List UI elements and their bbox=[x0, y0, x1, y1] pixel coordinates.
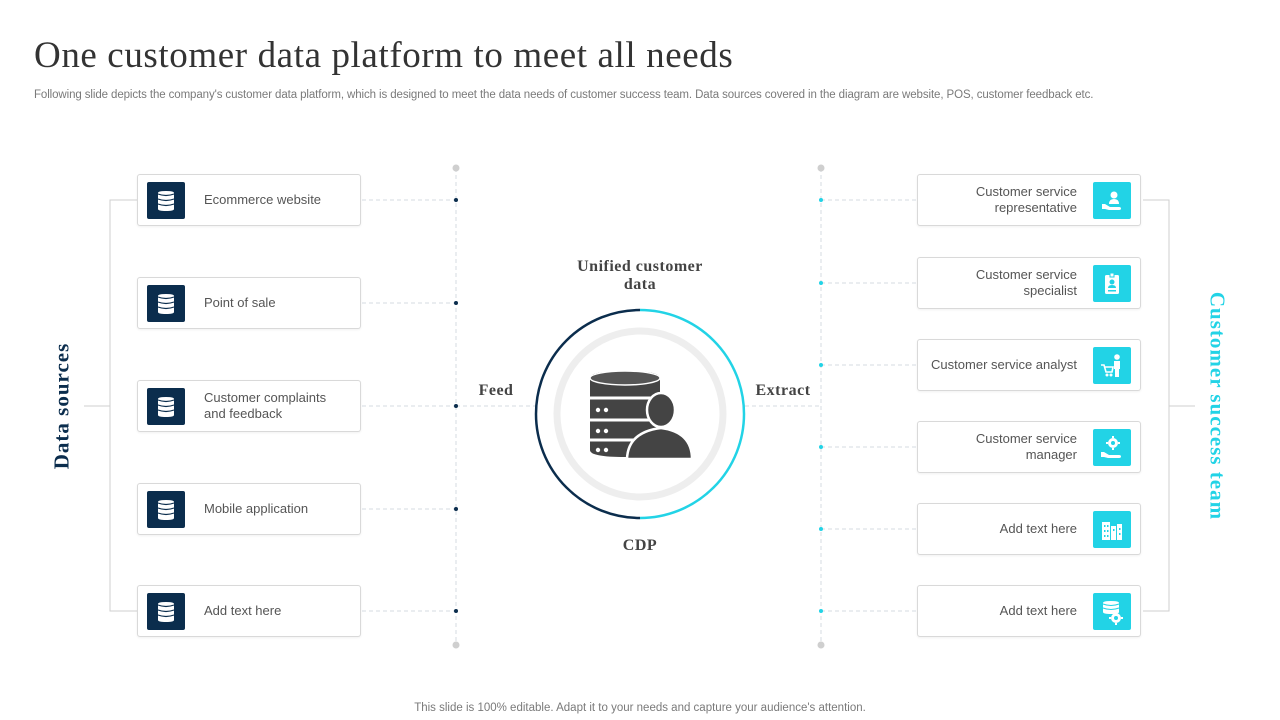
data-source-label: Customer complaints and feedback bbox=[204, 390, 327, 421]
team-role-label: Add text here bbox=[999, 521, 1077, 536]
data-source-card: Mobile application bbox=[137, 483, 361, 535]
database-gear-icon bbox=[1093, 593, 1131, 630]
data-source-card: Add text here bbox=[137, 585, 361, 637]
team-role-label: Customer service representative bbox=[975, 184, 1077, 215]
data-source-card: Point of sale bbox=[137, 277, 361, 329]
database-icon bbox=[147, 285, 185, 322]
center-top-label: Unified customer data bbox=[577, 258, 703, 293]
team-role-label: Add text here bbox=[999, 603, 1077, 618]
database-icon bbox=[147, 182, 185, 219]
team-role-card: Add text here bbox=[917, 503, 1141, 555]
data-source-label: Mobile application bbox=[204, 501, 309, 516]
hand-person-icon bbox=[1093, 182, 1131, 219]
database-icon bbox=[147, 491, 185, 528]
slide-title: One customer data platform to meet all n… bbox=[34, 35, 734, 76]
team-role-card: Customer service representative bbox=[917, 174, 1141, 226]
data-source-card: Customer complaints and feedback bbox=[137, 380, 361, 432]
id-badge-icon bbox=[1093, 265, 1131, 302]
database-person-icon bbox=[589, 370, 694, 461]
team-role-card: Customer service specialist bbox=[917, 257, 1141, 309]
customer-success-team-heading: Customer success team bbox=[1205, 291, 1230, 521]
team-role-label: Customer service manager bbox=[975, 431, 1077, 462]
team-role-card: Customer service analyst bbox=[917, 339, 1141, 391]
data-source-label: Add text here bbox=[204, 603, 282, 618]
center-bottom-label: CDP bbox=[622, 537, 658, 554]
hand-gear-icon bbox=[1093, 429, 1131, 466]
person-cart-icon bbox=[1093, 347, 1131, 384]
data-source-label: Point of sale bbox=[204, 295, 276, 310]
database-icon bbox=[147, 388, 185, 425]
buildings-icon bbox=[1093, 511, 1131, 548]
data-source-card: Ecommerce website bbox=[137, 174, 361, 226]
feed-label: Feed bbox=[478, 382, 514, 399]
data-sources-heading: Data sources bbox=[49, 342, 74, 470]
team-role-card: Customer service manager bbox=[917, 421, 1141, 473]
team-role-label: Customer service specialist bbox=[975, 267, 1077, 298]
data-source-label: Ecommerce website bbox=[204, 192, 322, 207]
team-role-label: Customer service analyst bbox=[931, 357, 1077, 372]
team-role-card: Add text here bbox=[917, 585, 1141, 637]
database-icon bbox=[147, 593, 185, 630]
slide-subtitle: Following slide depicts the company's cu… bbox=[34, 89, 1094, 101]
extract-label: Extract bbox=[755, 382, 811, 399]
slide-footer: This slide is 100% editable. Adapt it to… bbox=[414, 702, 866, 714]
